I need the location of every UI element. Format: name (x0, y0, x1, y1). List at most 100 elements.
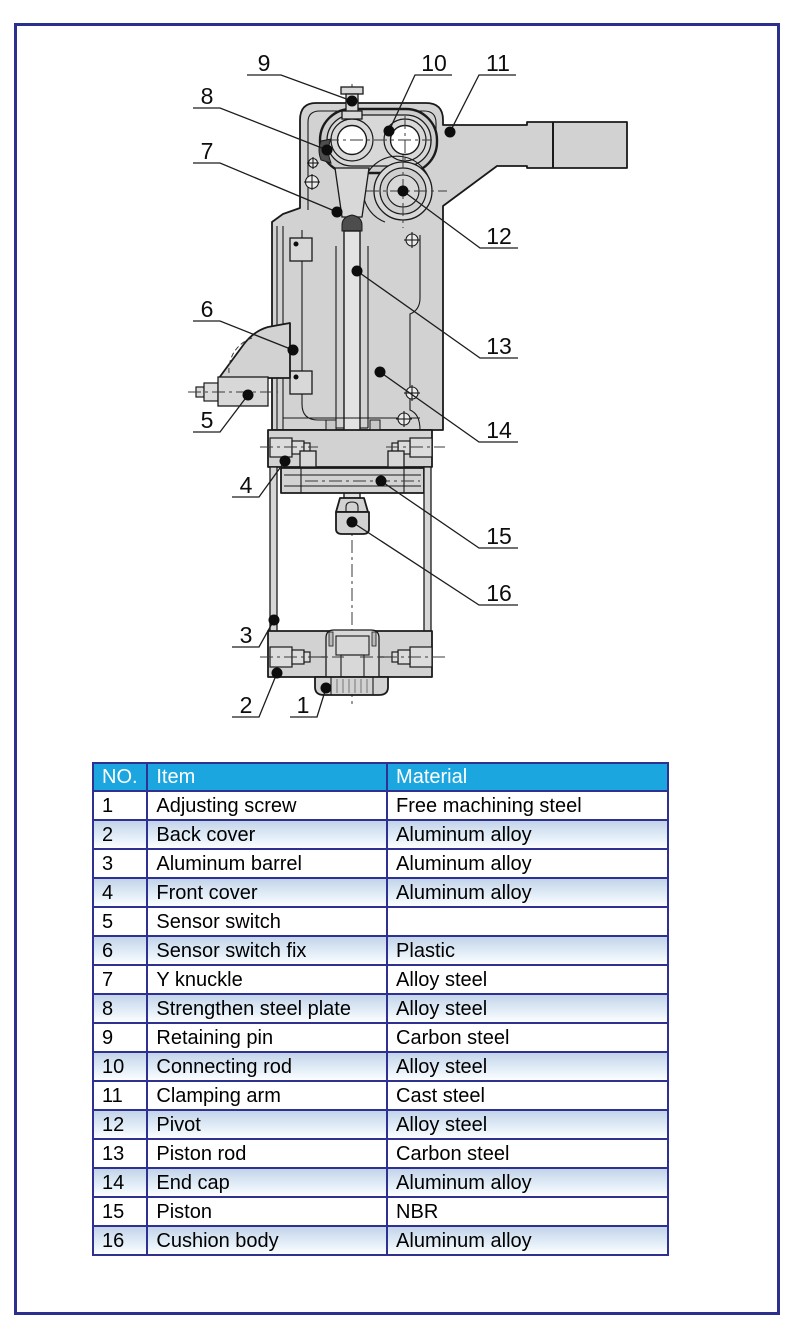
rod-nut (341, 214, 363, 232)
piston (280, 467, 425, 494)
cell-material (386, 906, 669, 937)
cell-no: 7 (91, 964, 149, 995)
table-row: 8 Strengthen steel plate Alloy steel (91, 993, 669, 1024)
table-row: 15 Piston NBR (91, 1196, 669, 1227)
callout-leader-9 (247, 74, 353, 102)
cell-item: Adjusting screw (146, 790, 389, 821)
callout-label-4: 4 (240, 472, 253, 498)
cell-item: Retaining pin (146, 1022, 389, 1053)
callout-label-5: 5 (201, 407, 214, 433)
cell-material: Alloy steel (386, 993, 669, 1024)
cell-no: 10 (91, 1051, 149, 1082)
retaining-pin-cap (340, 86, 364, 95)
callout-label-13: 13 (486, 333, 512, 359)
table-row: 7 Y knuckle Alloy steel (91, 964, 669, 995)
cell-material: Aluminum alloy (386, 848, 669, 879)
callout-leader-10 (388, 74, 452, 132)
callout-dot-13 (351, 265, 363, 277)
table-row: 6 Sensor switch fix Plastic (91, 935, 669, 966)
callout-leader-15 (380, 480, 518, 549)
cell-item: Sensor switch fix (146, 935, 389, 966)
callout-dot-5 (242, 389, 254, 401)
callout-leader-1 (290, 687, 327, 718)
callout-dot-1 (320, 682, 332, 694)
end-cap-inner-contour (409, 235, 421, 431)
bracket-dashed-arc (228, 337, 253, 374)
table-row: 3 Aluminum barrel Aluminum alloy (91, 848, 669, 879)
callout-dot-15 (375, 475, 387, 487)
sensor-bracket-lower (289, 370, 313, 395)
callout-dot-2 (271, 667, 283, 679)
callout-label-15: 15 (486, 523, 512, 549)
cell-no: 3 (91, 848, 149, 879)
cell-material: Aluminum alloy (386, 877, 669, 908)
header-item: Item (146, 762, 389, 792)
cell-no: 1 (91, 790, 149, 821)
callout-label-3: 3 (240, 622, 253, 648)
sensor-bracket-upper (289, 237, 313, 262)
cell-no: 13 (91, 1138, 149, 1169)
table-row: 12 Pivot Alloy steel (91, 1109, 669, 1140)
back-cover-center-block (325, 629, 380, 678)
callout-leader-3 (232, 619, 275, 648)
cell-material: NBR (386, 1196, 669, 1227)
callout-leader-14 (379, 371, 518, 443)
interlock-tab (369, 419, 381, 431)
cushion-body-top (335, 497, 369, 513)
callout-dot-11 (444, 126, 456, 138)
interlock-tab (325, 419, 337, 431)
bracket-bolt (293, 374, 299, 380)
callout-leader-12 (402, 190, 518, 249)
table-row: 5 Sensor switch (91, 906, 669, 937)
callout-leader-6 (193, 320, 294, 351)
cell-material: Cast steel (386, 1080, 669, 1111)
callout-dot-6 (287, 344, 299, 356)
table-row: 16 Cushion body Aluminum alloy (91, 1225, 669, 1256)
header-no: NO. (91, 762, 149, 792)
callout-dot-4 (279, 455, 291, 467)
cell-item: Cushion body (146, 1225, 389, 1256)
parts-table-body: 1 Adjusting screw Free machining steel 2… (91, 790, 669, 1256)
callout-label-2: 2 (240, 692, 253, 718)
back-cover-pin (371, 631, 377, 647)
cell-no: 6 (91, 935, 149, 966)
callout-dot-12 (397, 185, 409, 197)
table-row: 13 Piston rod Carbon steel (91, 1138, 669, 1169)
table-row: 10 Connecting rod Alloy steel (91, 1051, 669, 1082)
callout-dot-16 (346, 516, 358, 528)
callout-leader-16 (351, 521, 518, 606)
callout-label-6: 6 (201, 296, 214, 322)
callout-label-9: 9 (258, 50, 271, 76)
callout-leader-7 (193, 162, 338, 213)
cell-item: Back cover (146, 819, 389, 850)
cell-material: Alloy steel (386, 1051, 669, 1082)
bracket-bolt (293, 241, 299, 247)
cell-no: 5 (91, 906, 149, 937)
cell-item: Front cover (146, 877, 389, 908)
cell-no: 14 (91, 1167, 149, 1198)
callout-leader-4 (232, 460, 286, 498)
cell-material: Aluminum alloy (386, 819, 669, 850)
cell-no: 12 (91, 1109, 149, 1140)
cell-no: 2 (91, 819, 149, 850)
callout-leader-8 (193, 107, 328, 151)
cell-material: Plastic (386, 935, 669, 966)
diagram-container: 9 10 11 8 7 12 13 6 5 14 (188, 50, 628, 718)
cushion-seal-pocket (299, 450, 317, 468)
callout-label-10: 10 (421, 50, 447, 76)
cell-item: Y knuckle (146, 964, 389, 995)
table-row: 1 Adjusting screw Free machining steel (91, 790, 669, 821)
cell-item: Sensor switch (146, 906, 389, 937)
callout-label-8: 8 (201, 83, 214, 109)
cell-material: Free machining steel (386, 790, 669, 821)
screw-knurl (336, 679, 368, 693)
callout-dot-9 (346, 95, 358, 107)
screw-cross-symbols (304, 157, 420, 427)
callout-leader-13 (356, 270, 518, 359)
callout-label-12: 12 (486, 223, 512, 249)
callout-dot-14 (374, 366, 386, 378)
callout-dot-7 (331, 206, 343, 218)
callout-label-11: 11 (486, 50, 510, 76)
adjusting-screw (314, 676, 389, 696)
